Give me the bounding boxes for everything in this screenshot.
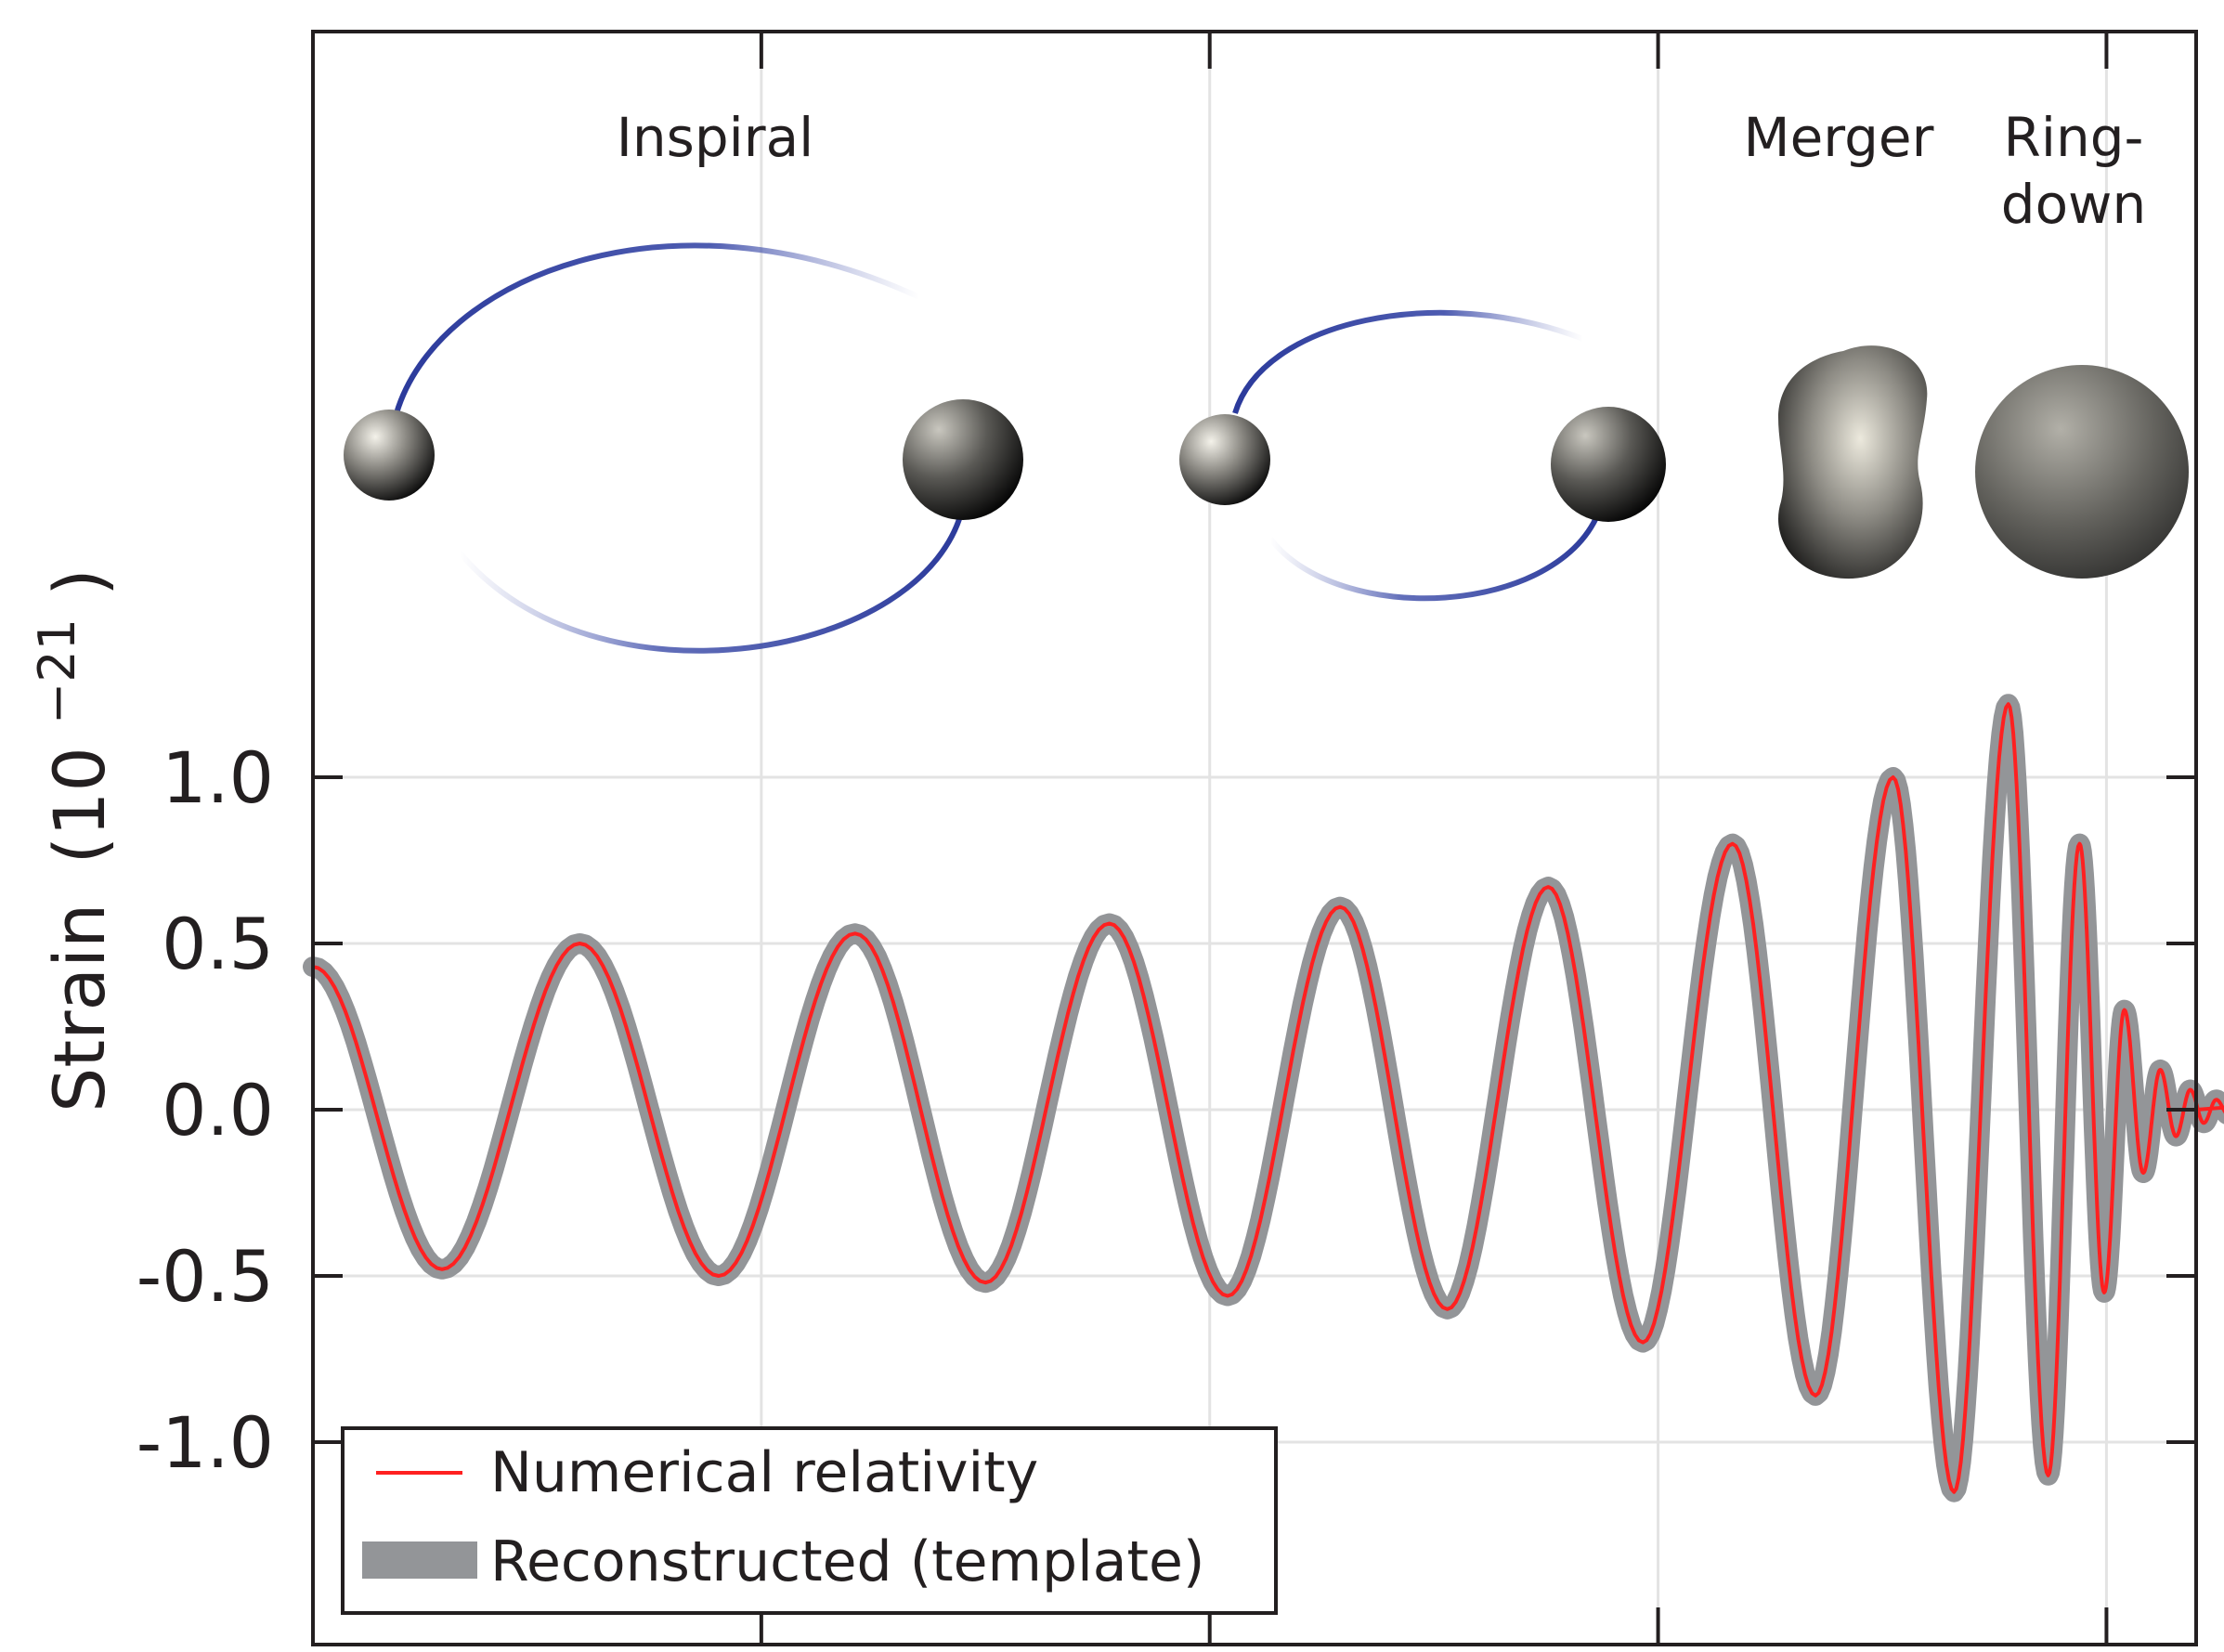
ytick-label-0: 1.0	[162, 736, 274, 819]
legend-swatch-reconstructed	[362, 1541, 477, 1579]
series-numerical-relativity	[312, 702, 2224, 1494]
legend-box	[341, 1426, 1278, 1615]
small-black-hole	[344, 410, 435, 501]
legend-label-numerical-relativity: Numerical relativity	[490, 1440, 1038, 1505]
ytick-label-3: -0.5	[137, 1235, 274, 1318]
phase-label-ringdown-line2: down	[2001, 173, 2147, 236]
legend-label-reconstructed: Reconstructed (template)	[490, 1529, 1204, 1594]
small-black-hole-2	[1179, 414, 1270, 505]
phase-label-inspiral: Inspiral	[617, 106, 814, 169]
svg-text:Strain (10 −21: Strain (10 −21 )	[8, 568, 121, 1112]
orbit-arc-upper-1	[394, 242, 921, 414]
y-axis-label-close: )	[38, 568, 121, 596]
y-tick-labels: 1.0 0.5 0.0 -0.5 -1.0	[137, 736, 274, 1484]
remnant-black-hole	[1975, 365, 2189, 579]
orbit-arc-upper-2	[1232, 309, 1585, 414]
ytick-label-2: 0.0	[162, 1069, 274, 1151]
y-axis-label-power: −21	[28, 618, 86, 724]
y-axis-label-unit: (10	[38, 747, 121, 864]
inspiral-illustration	[344, 242, 2189, 654]
merging-black-holes	[1778, 345, 1928, 579]
large-black-hole-2	[1551, 407, 1666, 522]
orbit-arc-lower-1	[457, 505, 966, 654]
y-axis-label-text: Strain	[38, 904, 121, 1112]
ytick-label-1: 0.5	[162, 903, 274, 985]
phase-label-merger: Merger	[1744, 106, 1934, 169]
phase-label-ringdown-line1: Ring-	[2004, 106, 2144, 169]
plot-frame	[311, 30, 2198, 1646]
legend: Numerical relativity Reconstructed (temp…	[341, 1426, 1278, 1615]
y-axis-label: Strain (10 −21 )	[8, 568, 121, 1112]
orbit-arc-lower-2	[1268, 507, 1603, 602]
large-black-hole	[903, 399, 1023, 520]
ytick-label-4: -1.0	[137, 1401, 274, 1484]
